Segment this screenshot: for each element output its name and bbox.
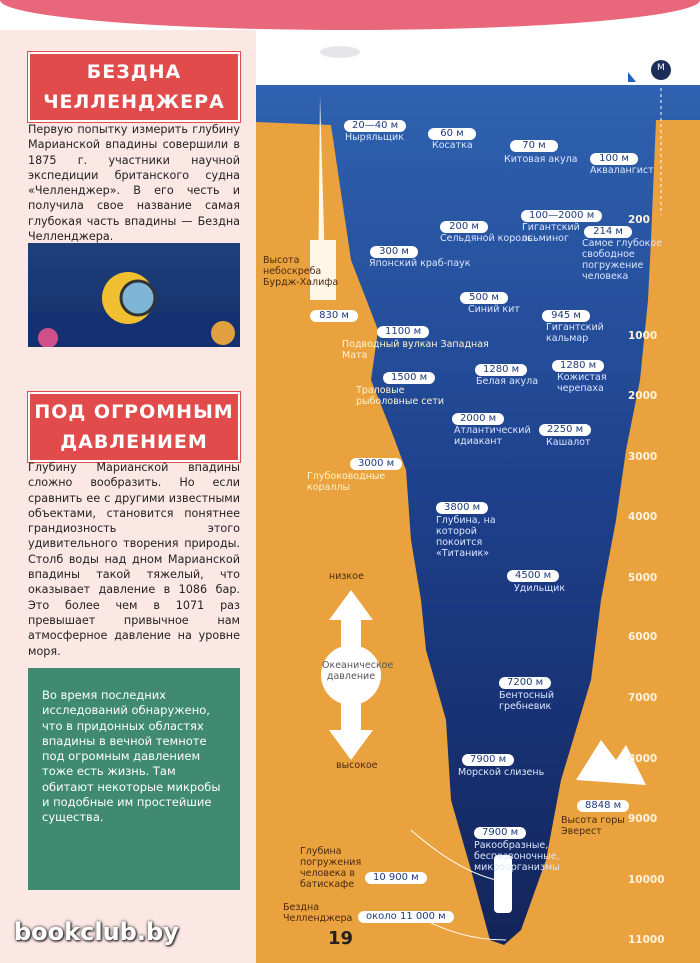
depth-scale-tick: 9000 bbox=[628, 813, 658, 825]
item-caption: Глубоководные кораллы bbox=[307, 471, 386, 493]
depth-pill: 1280 м bbox=[475, 364, 528, 376]
depth-pill: 2000 м bbox=[452, 413, 505, 425]
depth-scale-tick: 7000 bbox=[628, 692, 658, 704]
item-caption: Бездна Челленджера bbox=[283, 902, 353, 924]
item-caption: Удильщик bbox=[514, 583, 566, 594]
item-caption: Морской слизень bbox=[458, 767, 545, 778]
depth-scale-tick: 6000 bbox=[628, 631, 658, 643]
paragraph-pressure: Глубину Марианской впадины сложно вообра… bbox=[28, 461, 240, 658]
mountain-icon bbox=[576, 740, 646, 785]
location-marker-icon bbox=[651, 60, 671, 80]
info-box: Во время последних исследований обнаруже… bbox=[28, 668, 240, 890]
item-caption: Траловые рыболовные сети bbox=[356, 385, 445, 407]
depth-scale-tick: 200 bbox=[628, 214, 650, 226]
page-number: 19 bbox=[328, 928, 354, 949]
depth-pill: 2250 м bbox=[539, 424, 592, 436]
depth-pill: 945 м bbox=[542, 310, 590, 322]
bathyscaphe-illustration bbox=[28, 243, 240, 347]
heading-pressure: ПОД ОГРОМНЫМ ДАВЛЕНИЕМ bbox=[27, 391, 241, 463]
trench-shape bbox=[256, 46, 700, 945]
heading-challenger-deep: БЕЗДНА ЧЕЛЛЕНДЖЕРА bbox=[27, 51, 241, 123]
depth-scale-tick: 5000 bbox=[628, 572, 658, 584]
depth-pill: 7900 м bbox=[474, 827, 527, 839]
depth-pill: 1500 м bbox=[383, 372, 436, 384]
item-caption: Атлантический идиакант bbox=[454, 425, 531, 447]
depth-pill: 7200 м bbox=[499, 677, 552, 689]
depth-pill: 1100 м bbox=[377, 326, 430, 338]
item-caption: Косатка bbox=[432, 140, 473, 151]
depth-pill: 830 м bbox=[310, 310, 358, 322]
depth-pill: 3000 м bbox=[350, 458, 403, 470]
item-caption: Бентосный гребневик bbox=[499, 690, 555, 712]
depth-pill: 100—2000 м bbox=[521, 210, 603, 222]
item-caption: Ныряльщик bbox=[345, 132, 404, 143]
depth-pill: 20—40 м bbox=[344, 120, 407, 132]
item-caption: Гигантский кальмар bbox=[546, 322, 604, 344]
item-caption: Высота горы Эверест bbox=[561, 815, 625, 837]
depth-scale-tick: 8000 bbox=[628, 753, 658, 765]
pressure-low-label: низкое bbox=[329, 571, 364, 582]
sailboat-icon bbox=[628, 72, 636, 82]
depth-pill: 1280 м bbox=[552, 360, 605, 372]
depth-pill: 200 м bbox=[440, 221, 488, 233]
depth-pill: 70 м bbox=[510, 140, 558, 152]
bathyscaphe-icon bbox=[494, 855, 512, 913]
marker-label: М bbox=[657, 63, 665, 73]
pressure-title: Океаническое давление bbox=[322, 660, 394, 682]
item-caption: Синий кит bbox=[468, 304, 520, 315]
depth-scale-tick: 10000 bbox=[628, 874, 665, 886]
watermark: bookclub.by bbox=[14, 918, 179, 946]
depth-pill: 500 м bbox=[460, 292, 508, 304]
depth-pill: 60 м bbox=[428, 128, 476, 140]
depth-pill: около 11 000 м bbox=[358, 911, 454, 923]
depth-pill: 100 м bbox=[590, 153, 638, 165]
paragraph-challenger: Первую попытку измерить глубину Марианск… bbox=[28, 123, 240, 244]
depth-scale-tick: 11000 bbox=[628, 934, 665, 946]
depth-scale-tick: 3000 bbox=[628, 451, 658, 463]
item-caption: Аквалангист bbox=[590, 165, 654, 176]
depth-scale-tick: 4000 bbox=[628, 511, 658, 523]
item-caption: Белая акула bbox=[476, 376, 539, 387]
depth-pill: 214 м bbox=[584, 226, 632, 238]
depth-pill: 4500 м bbox=[507, 570, 560, 582]
item-caption: Кожистая черепаха bbox=[557, 372, 607, 394]
item-caption: Самое глубокое свободное погружение чело… bbox=[582, 238, 663, 282]
depth-pill: 7900 м bbox=[462, 754, 515, 766]
depth-pill: 300 м bbox=[370, 246, 418, 258]
item-caption: Высота небоскреба Бурдж-Халифа bbox=[263, 255, 339, 288]
pressure-high-label: высокое bbox=[336, 760, 378, 771]
depth-pill: 3800 м bbox=[436, 502, 489, 514]
item-caption: Гигантский осьминог bbox=[522, 222, 580, 244]
item-caption: Подводный вулкан Западная Мата bbox=[342, 339, 489, 361]
item-caption: Японский краб-паук bbox=[369, 258, 471, 269]
item-caption: Ракообразные, беспозвоночные, микроорган… bbox=[474, 840, 560, 873]
item-caption: Глубина погружения человека в батискафе bbox=[300, 846, 362, 890]
ship-icon bbox=[320, 46, 360, 58]
item-caption: Глубина, на которой покоится «Титаник» bbox=[436, 515, 496, 559]
item-caption: Сельдяной король bbox=[440, 233, 533, 244]
depth-scale-tick: 1000 bbox=[628, 330, 658, 342]
item-caption: Китовая акула bbox=[504, 154, 578, 165]
depth-pill: 10 900 м bbox=[365, 872, 427, 884]
pressure-arrow-icon bbox=[329, 590, 373, 760]
depth-scale-tick: 2000 bbox=[628, 390, 658, 402]
item-caption: Кашалот bbox=[546, 437, 591, 448]
depth-pill: 8848 м bbox=[577, 800, 630, 812]
